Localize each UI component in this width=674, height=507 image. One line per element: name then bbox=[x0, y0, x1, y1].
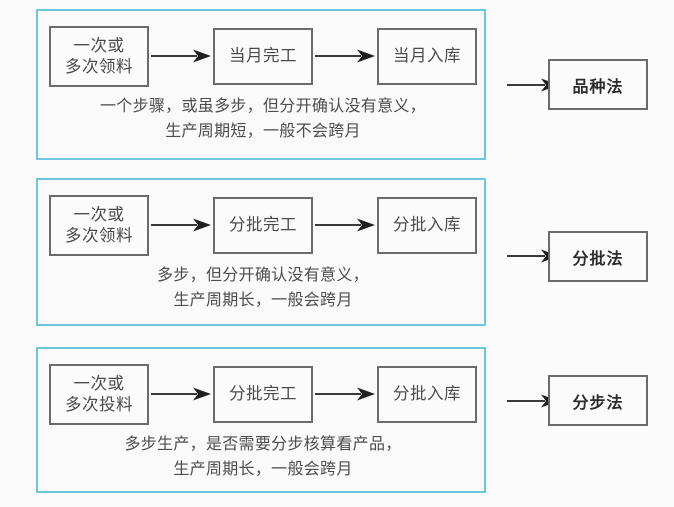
process-flow-1: 一次或 多次领料 当月完工 bbox=[38, 25, 488, 87]
process-step-box-3-3[interactable]: 分批入库 bbox=[377, 365, 477, 423]
process-panel-2: 一次或 多次领料 分批完工 bbox=[36, 178, 486, 326]
process-panel-3: 一次或 多次投料 分批完工 bbox=[36, 347, 486, 493]
process-caption-1: 一个步骤，或虽多步，但分开确认没有意义， 生产周期短，一般不会跨月 bbox=[38, 95, 488, 145]
step-line-1: 分批完工 bbox=[229, 215, 297, 235]
result-method-box-1[interactable]: 品种法 bbox=[548, 59, 648, 110]
caption-line-2: 生产周期长，一般会跨月 bbox=[173, 460, 353, 478]
process-step-box-2-2[interactable]: 分批完工 bbox=[213, 196, 313, 254]
step-line-1: 分批完工 bbox=[229, 384, 297, 404]
process-caption-2: 多步，但分开确认没有意义， 生产周期长，一般会跨月 bbox=[38, 264, 488, 314]
process-step-box-1-3[interactable]: 当月入库 bbox=[377, 27, 477, 85]
process-flow-3: 一次或 多次投料 分批完工 bbox=[38, 363, 488, 425]
process-step-box-2-1[interactable]: 一次或 多次领料 bbox=[49, 194, 149, 256]
flow-arrow-icon-2-2 bbox=[313, 215, 377, 235]
step-line-1: 当月入库 bbox=[393, 46, 461, 66]
caption-line-1: 一个步骤，或虽多步，但分开确认没有意义， bbox=[99, 98, 426, 115]
step-line-2: 多次领料 bbox=[65, 226, 133, 245]
process-step-box-3-1[interactable]: 一次或 多次投料 bbox=[49, 363, 149, 425]
flow-arrow-icon-1-2 bbox=[313, 46, 377, 66]
step-line-1: 分批入库 bbox=[393, 384, 461, 404]
process-row-2: 一次或 多次领料 分批完工 bbox=[0, 178, 674, 326]
flow-arrow-icon-1-1 bbox=[149, 46, 213, 66]
step-line-2: 多次投料 bbox=[65, 395, 133, 414]
caption-line-2: 生产周期长，一般会跨月 bbox=[173, 291, 353, 309]
caption-line-1: 多步，但分开确认没有意义， bbox=[157, 267, 369, 284]
step-line-1: 分批入库 bbox=[393, 215, 461, 235]
step-line-2: 多次领料 bbox=[65, 57, 133, 76]
process-step-box-1-1[interactable]: 一次或 多次领料 bbox=[49, 25, 149, 87]
process-step-box-2-3[interactable]: 分批入库 bbox=[377, 196, 477, 254]
process-step-box-3-2[interactable]: 分批完工 bbox=[213, 365, 313, 423]
caption-line-2: 生产周期短，一般不会跨月 bbox=[165, 122, 361, 140]
caption-line-1: 多步生产，是否需要分步核算看产品， bbox=[124, 436, 402, 453]
step-line-1: 一次或 bbox=[73, 373, 125, 393]
process-flow-2: 一次或 多次领料 分批完工 bbox=[38, 194, 488, 256]
flow-arrow-icon-2-1 bbox=[149, 215, 213, 235]
process-row-3: 一次或 多次投料 分批完工 bbox=[0, 347, 674, 493]
result-method-box-2[interactable]: 分批法 bbox=[548, 231, 648, 282]
flow-arrow-icon-3-2 bbox=[313, 384, 377, 404]
process-panel-1: 一次或 多次领料 当月完工 bbox=[36, 9, 486, 160]
result-method-box-3[interactable]: 分步法 bbox=[548, 375, 648, 426]
process-caption-3: 多步生产，是否需要分步核算看产品， 生产周期长，一般会跨月 bbox=[38, 433, 488, 483]
step-line-1: 一次或 bbox=[73, 35, 125, 55]
process-step-box-1-2[interactable]: 当月完工 bbox=[213, 27, 313, 85]
step-line-1: 当月完工 bbox=[229, 46, 297, 66]
process-row-1: 一次或 多次领料 当月完工 bbox=[0, 9, 674, 160]
flow-arrow-icon-3-1 bbox=[149, 384, 213, 404]
step-line-1: 一次或 bbox=[73, 204, 125, 224]
